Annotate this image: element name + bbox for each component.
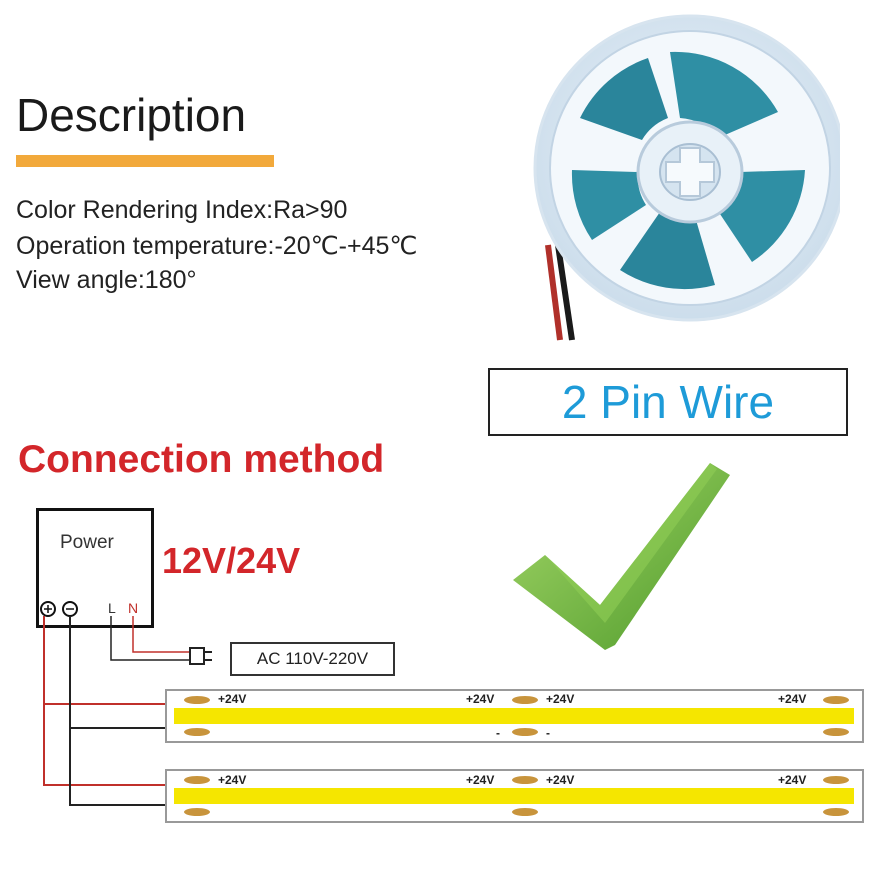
- connection-title: Connection method: [18, 438, 385, 481]
- strip-2-cob-line: [174, 788, 854, 804]
- strip2-label-plus: +24V: [466, 773, 495, 787]
- strip2-label-plus: +24V: [778, 773, 807, 787]
- strip1-label-plus: +24V: [218, 692, 247, 706]
- led-reel-image: [533, 14, 840, 341]
- strip1-label-plus: +24V: [546, 692, 575, 706]
- strip1-label-plus: +24V: [778, 692, 807, 706]
- plug-icon: [189, 647, 205, 665]
- spec-view-angle: View angle:180°: [16, 266, 197, 294]
- pin-wire-box: 2 Pin Wire: [488, 368, 848, 436]
- power-label: Power: [60, 532, 114, 553]
- strip1-label-minus: -: [496, 726, 500, 740]
- checkmark-icon: [513, 463, 730, 650]
- strip1-label-plus: +24V: [466, 692, 495, 706]
- terminal-l: L: [108, 600, 116, 616]
- pin-wire-label: 2 Pin Wire: [561, 376, 775, 428]
- ac-input-box: AC 110V-220V: [230, 642, 395, 676]
- coil-segment: [670, 51, 778, 138]
- spec-cri: Color Rendering Index:Ra>90: [16, 196, 348, 224]
- strip1-label-minus: -: [546, 726, 550, 740]
- title-underline: [16, 155, 274, 167]
- strip-1-cob-line: [174, 708, 854, 724]
- strip2-label-plus: +24V: [218, 773, 247, 787]
- ac-label: AC 110V-220V: [256, 649, 369, 668]
- description-title: Description: [16, 89, 247, 141]
- voltage-label: 12V/24V: [162, 540, 301, 581]
- spec-temperature: Operation temperature:-20℃-+45℃: [16, 232, 418, 260]
- terminal-n: N: [128, 600, 139, 616]
- strip2-label-plus: +24V: [546, 773, 575, 787]
